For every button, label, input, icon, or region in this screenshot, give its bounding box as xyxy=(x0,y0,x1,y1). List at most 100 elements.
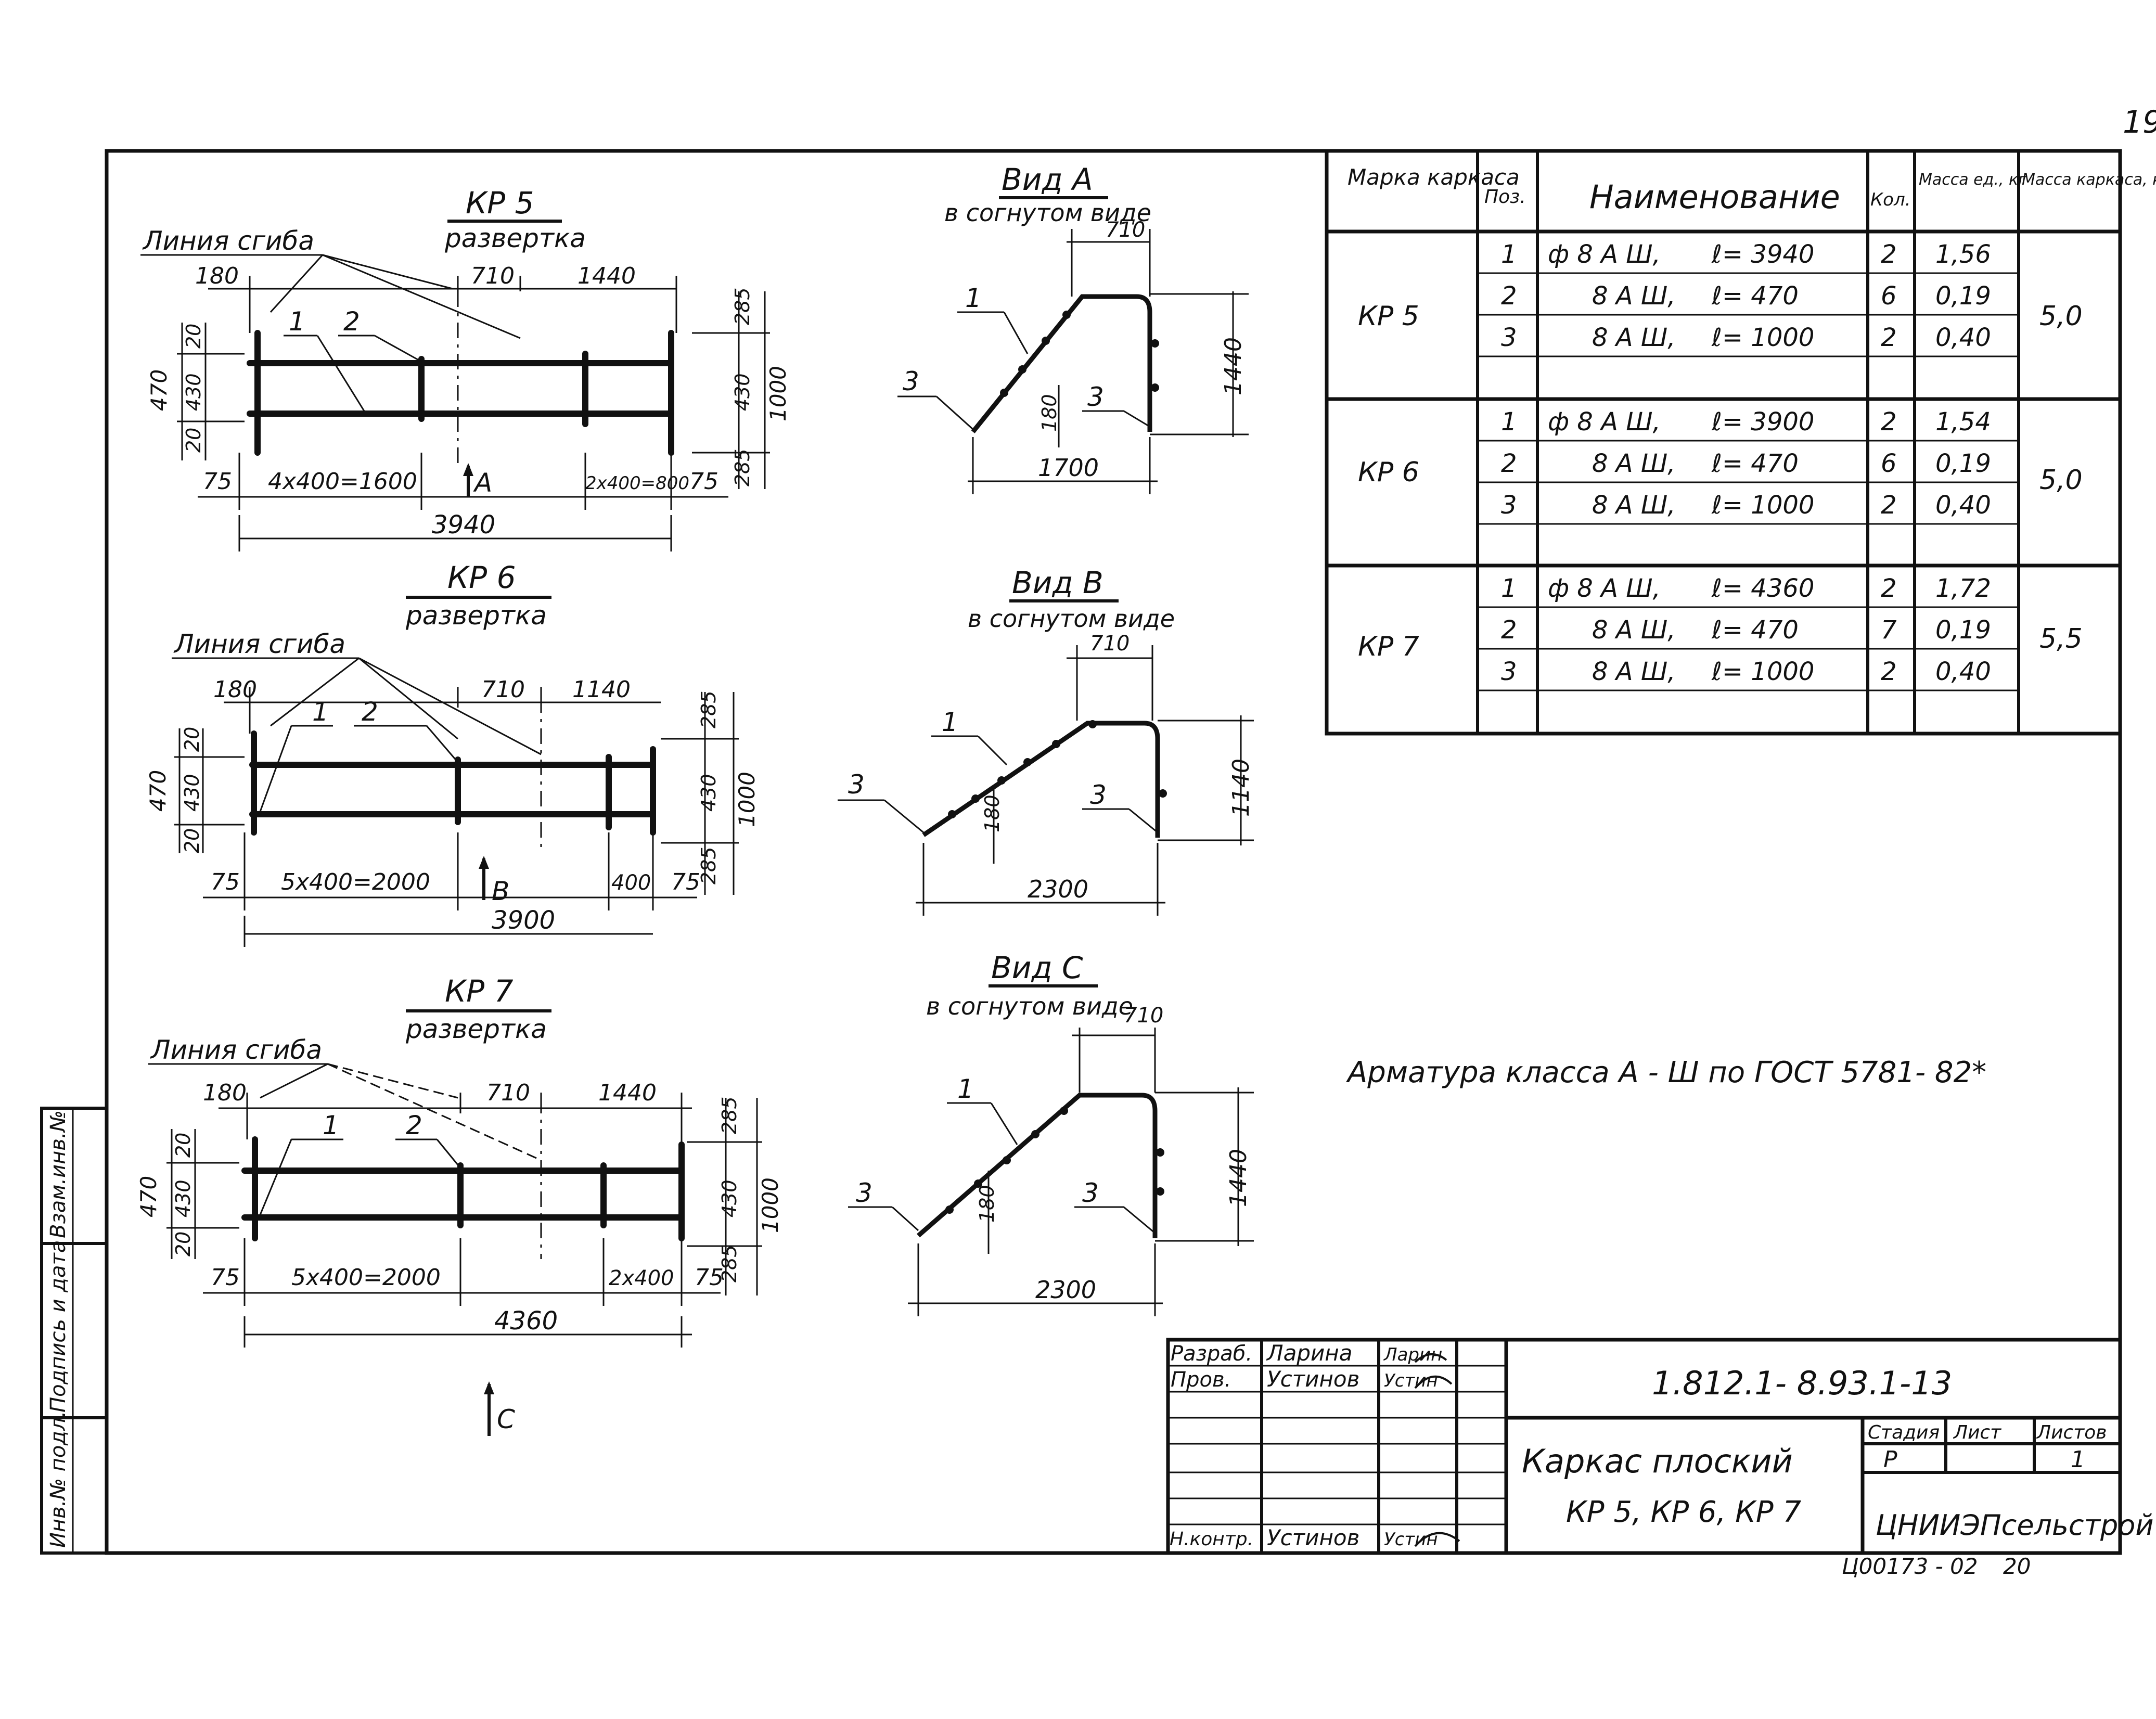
cell-pos: 1 xyxy=(1501,574,1517,603)
dim-bottom-3: 2х400 xyxy=(609,1266,674,1290)
view-callout-3b: 3 xyxy=(1090,780,1107,810)
cell-name: 8 А Ш, xyxy=(1592,615,1675,645)
dim-right-3: 1000 xyxy=(765,366,791,421)
development-kr6: КР 6 развертка Линия сгиба 1 2 180 710 1… xyxy=(145,560,760,947)
header-qty: Кол. xyxy=(1870,189,1910,210)
name-developer: Ларина xyxy=(1266,1340,1352,1366)
dim-overall: 4360 xyxy=(494,1306,558,1336)
signature-checker: Устин xyxy=(1384,1370,1438,1391)
cell-name: 8 А Ш, xyxy=(1592,281,1675,311)
footer-code: Ц00173 - 02 xyxy=(1842,1554,1978,1579)
callout-2: 2 xyxy=(343,306,360,337)
header-total-mass: Масса каркаса, кг xyxy=(2022,171,2156,189)
view-dim-top: 710 xyxy=(1106,218,1145,242)
view-subtitle: в согнутом виде xyxy=(968,605,1175,633)
dev-subtitle: развертка xyxy=(405,600,547,631)
dim-bottom-3: 400 xyxy=(611,871,651,895)
dim-left-4: 20 xyxy=(181,828,203,853)
view-callout-1: 1 xyxy=(957,1074,974,1104)
dim-bottom-4: 75 xyxy=(671,869,700,895)
spec-table: Марка каркаса Поз. Наименование Кол. Мас… xyxy=(1325,149,2156,736)
view-a: Вид А в согнутом виде 710 1440 180 1700 … xyxy=(897,162,1249,494)
dim-left-2: 20 xyxy=(181,727,203,752)
cell-pos: 3 xyxy=(1501,323,1517,352)
stage-label: Стадия xyxy=(1868,1422,1940,1443)
sheets-value: 1 xyxy=(2071,1446,2085,1473)
dev-title: КР 5 xyxy=(466,185,534,221)
document-code: 1.812.1- 8.93.1-13 xyxy=(1652,1364,1952,1402)
dim-right-1: 285 xyxy=(718,1096,741,1134)
dim-top-2: 710 xyxy=(486,1080,530,1106)
cell-length: ℓ= 1000 xyxy=(1711,657,1814,686)
sheet-label: Лист xyxy=(1953,1422,2001,1443)
stage-value: Р xyxy=(1883,1446,1897,1473)
cell-name: 8 А Ш, xyxy=(1592,657,1675,686)
cell-name: 8 А Ш, xyxy=(1592,323,1675,352)
dim-right-2: 430 xyxy=(697,774,720,812)
dev-subtitle: развертка xyxy=(444,223,586,253)
steel-grade-note: Арматура класса А - Ш по ГОСТ 5781- 82* xyxy=(1346,1056,1986,1089)
view-dim-angle: 180 xyxy=(976,1185,998,1223)
side-stamp: Взам.инв.№ Подпись и дата Инв.№ подл. xyxy=(40,1107,108,1555)
view-dim-angle: 180 xyxy=(1038,394,1061,432)
view-title: Вид С xyxy=(991,950,1083,985)
dev-title: КР 6 xyxy=(447,560,516,595)
view-dim-base: 1700 xyxy=(1038,454,1099,482)
view-callout-3b: 3 xyxy=(1087,382,1104,412)
sheets-label: Листов xyxy=(2036,1422,2107,1443)
cell-name: 8 А Ш, xyxy=(1592,491,1675,520)
dim-overall: 3940 xyxy=(432,510,495,540)
cell-length: ℓ= 3940 xyxy=(1711,240,1814,269)
cell-qty: 2 xyxy=(1881,657,1897,686)
callout-2: 2 xyxy=(406,1110,422,1140)
dim-right-4: 285 xyxy=(718,1245,741,1282)
dim-top-1: 180 xyxy=(203,1080,247,1106)
dim-bottom-2: 5х400=2000 xyxy=(291,1264,441,1291)
organization: ЦНИИЭПсельстрой xyxy=(1876,1509,2153,1542)
footer-number: 20 xyxy=(2003,1554,2031,1579)
dim-right-4: 285 xyxy=(697,846,720,884)
cell-pos: 2 xyxy=(1501,449,1517,478)
cell-mass: 0,19 xyxy=(1935,281,1991,311)
view-title: Вид А xyxy=(1002,162,1093,197)
cell-length: ℓ= 470 xyxy=(1711,281,1799,311)
side-stamp-inventory: Инв.№ подл. xyxy=(46,1411,70,1548)
view-arrow-label: С xyxy=(497,1404,515,1434)
dim-right-1: 285 xyxy=(697,690,720,728)
dim-left-4: 20 xyxy=(182,428,205,453)
dim-right-1: 285 xyxy=(731,287,754,325)
drawing-title-line2: КР 5, КР 6, КР 7 xyxy=(1566,1495,1801,1529)
dim-bottom-2: 5х400=2000 xyxy=(281,869,430,895)
dim-bottom-3: 2х400=800 xyxy=(585,473,689,494)
side-stamp-replacement: Взам.инв.№ xyxy=(46,1110,70,1238)
cell-pos: 3 xyxy=(1501,657,1517,686)
view-dim-height: 1440 xyxy=(1220,337,1247,395)
dev-subtitle: развертка xyxy=(405,1014,547,1044)
view-callout-3a: 3 xyxy=(848,769,865,800)
cell-qty: 7 xyxy=(1881,615,1897,645)
cell-length: ℓ= 1000 xyxy=(1711,491,1814,520)
cell-name: ф 8 А Ш, xyxy=(1548,574,1661,603)
role-developer: Разраб. xyxy=(1171,1342,1252,1366)
group-total-mass: 5,0 xyxy=(2039,301,2083,332)
role-checker: Пров. xyxy=(1171,1368,1231,1392)
group-total-mass: 5,0 xyxy=(2039,465,2083,496)
cell-qty: 2 xyxy=(1881,574,1897,603)
role-norm-control: Н.контр. xyxy=(1170,1529,1253,1550)
dim-left-4: 20 xyxy=(172,1231,195,1256)
dim-top-2: 710 xyxy=(481,676,525,703)
view-b: Вид В в согнутом виде 710 1140 180 2300 … xyxy=(838,565,1254,916)
callout-1: 1 xyxy=(289,306,305,337)
header-mark: Марка каркаса xyxy=(1348,164,1520,190)
development-kr5: КР 5 развертка Линия сгиба 1 2 180 710 1… xyxy=(140,185,791,551)
cell-qty: 2 xyxy=(1881,491,1897,520)
dim-left-3: 430 xyxy=(182,373,205,411)
group-mark: КР 5 xyxy=(1358,301,1419,332)
dim-left-3: 430 xyxy=(172,1179,195,1217)
page-number: 19 xyxy=(2123,104,2156,140)
cell-mass: 0,19 xyxy=(1935,615,1991,645)
view-arrow-label: В xyxy=(492,876,509,906)
dim-bottom-4: 75 xyxy=(695,1264,724,1291)
cell-mass: 1,54 xyxy=(1935,407,1991,437)
